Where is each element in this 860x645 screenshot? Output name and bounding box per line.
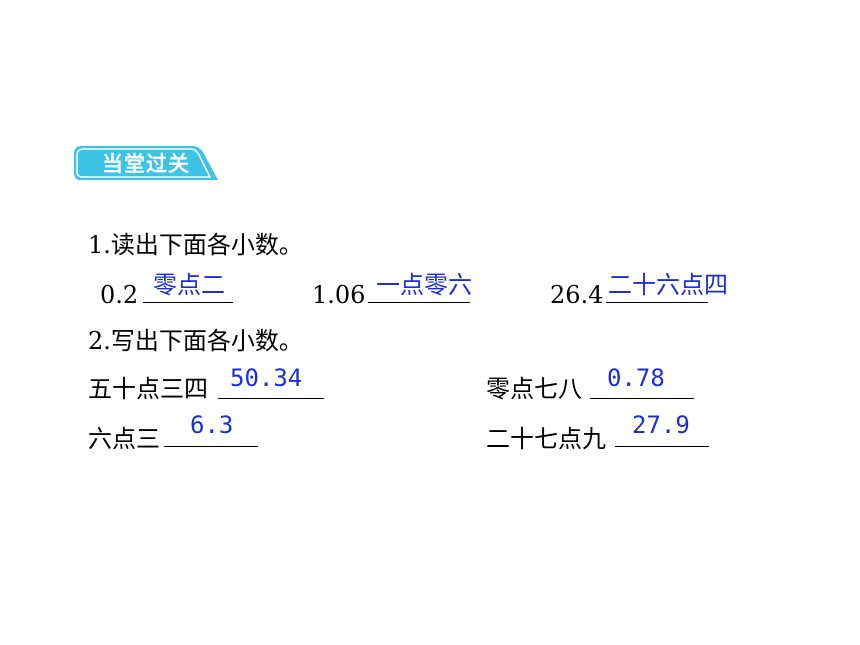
q2-item-4-words: 二十七点九 (486, 425, 606, 453)
q1-item-1-answer: 零点二 (153, 271, 225, 299)
q1-item-2-blank (368, 302, 470, 303)
q2-item-2-answer: 0.78 (607, 364, 665, 392)
q1-item-3-number: 26.4 (550, 281, 604, 309)
q1-item-1-blank (143, 302, 233, 303)
q2-item-2-words: 零点七八 (486, 375, 582, 403)
q2-item-4-blank (615, 446, 709, 447)
q1-item-3-blank (606, 302, 708, 303)
q2-item-3-answer: 6.3 (190, 411, 234, 439)
q2-item-1-words: 五十点三四 (88, 375, 208, 403)
q1-item-3-answer: 二十六点四 (608, 271, 728, 299)
q2-item-3-words: 六点三 (88, 425, 160, 453)
badge-shape-icon (74, 146, 218, 180)
q2-item-3-blank (164, 446, 258, 447)
q2-item-4-answer: 27.9 (632, 411, 690, 439)
q2-item-2-blank (590, 398, 694, 399)
section-badge-label: 当堂过关 (102, 152, 190, 176)
section-badge: 当堂过关 (72, 142, 222, 184)
q2-item-1-blank (218, 398, 324, 399)
question-1-title: 1.读出下面各小数。 (88, 231, 303, 259)
q1-item-2-number: 1.06 (312, 281, 366, 309)
q2-item-1-answer: 50.34 (230, 364, 303, 392)
question-2-title: 2.写出下面各小数。 (88, 327, 303, 355)
q1-item-2-answer: 一点零六 (376, 271, 472, 299)
q1-item-1-number: 0.2 (100, 281, 139, 309)
